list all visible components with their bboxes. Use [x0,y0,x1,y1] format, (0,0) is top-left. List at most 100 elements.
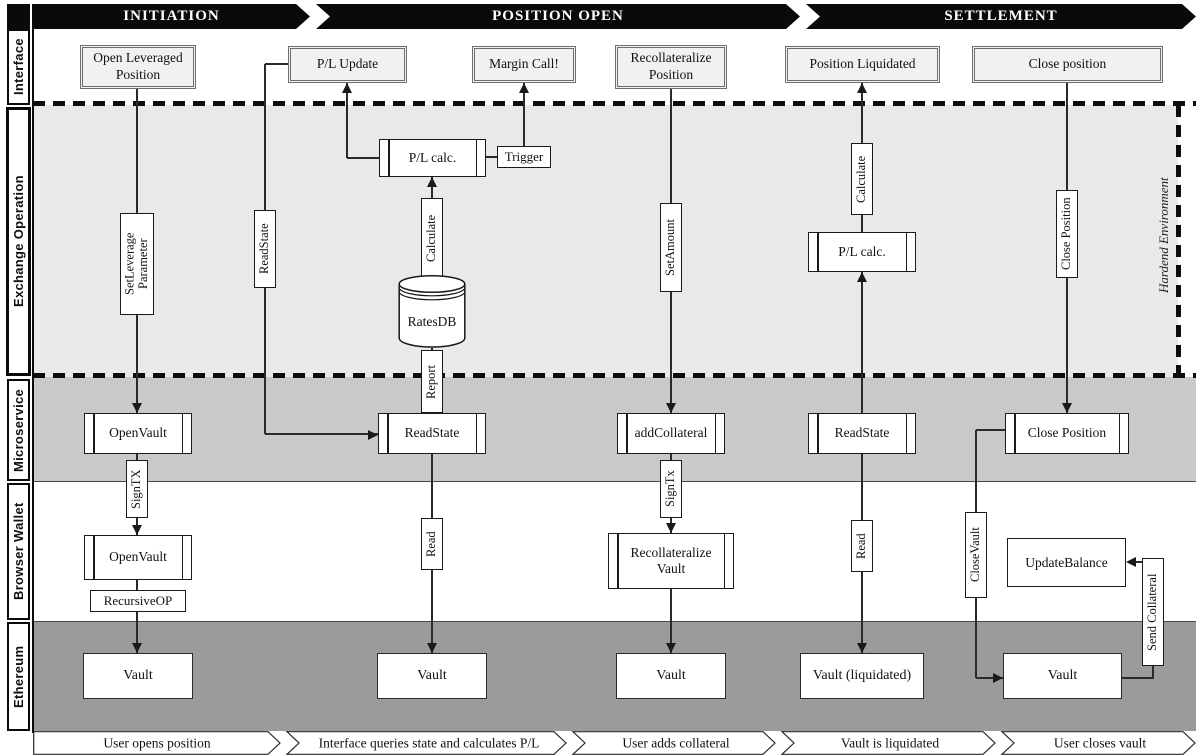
arrowhead [666,523,676,533]
box-label: Trigger [504,149,544,164]
step-label-4: Vault is liquidated [841,736,939,751]
label-close-position: Close Position [1056,190,1078,278]
phase-banner-settlement: SETTLEMENT [806,4,1196,29]
label-close-vault: CloseVault [965,512,987,598]
arrowhead [132,403,142,413]
wallet-box-open-vault: OpenVault [84,535,192,580]
bottom-step-banner: User opens position Interface queries st… [33,731,1196,755]
arrowhead [427,643,437,653]
lane-label-text: Exchange Operation [11,175,26,308]
arrowhead [1126,557,1136,567]
box-label: OpenVault [109,549,167,565]
arrowhead [993,673,1003,683]
box-label: ReadState [834,425,890,441]
arrowhead [857,83,867,93]
ratesdb-cylinder: RatesDB [398,274,466,348]
vlabel-text: SetLeverage Parameter [122,232,150,296]
label-calculate-1: Calculate [421,198,443,278]
connector-readstate2-to-plcalc2 [861,272,863,413]
process-pl-calc-1: P/L calc. [379,139,486,177]
lane-label-text: Browser Wallet [11,502,26,601]
box-label: Close position [1028,56,1107,72]
step-arrow-3 [571,731,776,755]
box-label: RecursiveOP [103,593,173,608]
dashed-boundary-bottom [33,373,1196,378]
vlabel-text: Calculate [424,214,439,262]
box-label: OpenVault [109,425,167,441]
label-set-amount: SetAmount [660,203,682,292]
vlabel-text: Calculate [854,155,869,203]
step-label-2: Interface queries state and calculates P… [319,736,540,751]
main-area-left-border [32,4,34,733]
vlabel-text: Close Position [1059,197,1074,271]
arrowhead [132,643,142,653]
step-arrow-2 [285,731,567,755]
interface-box-margin-call: Margin Call! [472,46,576,83]
ms-box-close-position: Close Position [1005,413,1129,454]
box-label: P/L calc. [838,243,886,259]
hardened-environment-annotation: Hardend Environment [1148,158,1180,312]
box-label: Vault [656,668,686,683]
phase-banner-initiation: INITIATION [33,4,310,29]
wallet-box-recursive-op: RecursiveOP [90,590,186,612]
interface-box-pl-update: P/L Update [288,46,407,83]
lane-label-browser-wallet: Browser Wallet [7,483,30,620]
vlabel-text: CloseVault [968,527,983,583]
arrowhead [132,525,142,535]
arrowhead [342,83,352,93]
vlabel-text: Send Collateral [1145,573,1160,651]
arrowhead [857,272,867,282]
box-label: Close Position [1027,425,1107,441]
step-label-3: User adds collateral [622,736,729,751]
annotation-text: Hardend Environment [1156,177,1171,293]
label-read-2: Read [851,520,873,572]
label-calculate-2: Calculate [851,143,873,215]
connector-openvault-to-vault [136,580,138,653]
box-label: Recollateralize Vault [630,544,712,576]
wallet-lane-top-border [33,481,1196,483]
box-label: Open Leveraged Position [93,50,183,82]
arrowhead [1062,403,1072,413]
ms-box-read-state: ReadState [378,413,486,454]
ratesdb-label: RatesDB [408,314,457,329]
vlabel-text: SetAmount [663,219,678,276]
arrowhead [519,83,529,93]
arrowhead [427,177,437,187]
connector-plcalc-elbow [347,157,379,159]
phase-banner-position-open: POSITION OPEN [316,4,800,29]
lane-label-microservice: Microservice [7,379,30,481]
eth-box-vault-2: Vault [377,653,487,699]
lane-label-exchange-operation: Exchange Operation [6,107,31,376]
ms-box-open-vault: OpenVault [84,413,192,454]
label-sign-tx-1: SignTX [126,460,148,518]
box-label: Position Liquidated [809,56,916,72]
process-pl-calc-2: P/L calc. [808,232,916,272]
box-label: Vault (liquidated) [812,668,912,683]
vlabel-text: Read [424,531,439,557]
step-arrow-4 [780,731,996,755]
label-read-1: Read [421,518,443,570]
lane-label-text: Interface [11,38,26,96]
box-label: Vault [1047,668,1078,683]
dashed-boundary-right [1176,105,1181,377]
eth-box-vault-5: Vault [1003,653,1122,699]
microservice-lane-background [33,377,1196,481]
arrowhead [666,643,676,653]
vlabel-text: Report [424,364,439,399]
box-label: Vault [123,668,153,683]
phase-label: POSITION OPEN [492,8,624,24]
lane-label-ethereum: Ethereum [7,622,30,731]
label-report: Report [421,350,443,413]
box-label: Vault [417,668,447,683]
lane-label-text: Ethereum [11,645,26,708]
interface-box-close-position: Close position [972,46,1163,83]
step-label-1: User opens position [103,736,210,751]
eth-box-vault-3: Vault [616,653,726,699]
interface-box-recollateralize-position: Recollateralize Position [615,45,727,89]
step-arrow-5 [1000,731,1196,755]
box-label: UpdateBalance [1025,554,1108,570]
exchange-lane-background [33,105,1178,377]
vlabel-text: SignTX [129,469,144,509]
connector-readstate-elbow-bottom [265,433,378,435]
